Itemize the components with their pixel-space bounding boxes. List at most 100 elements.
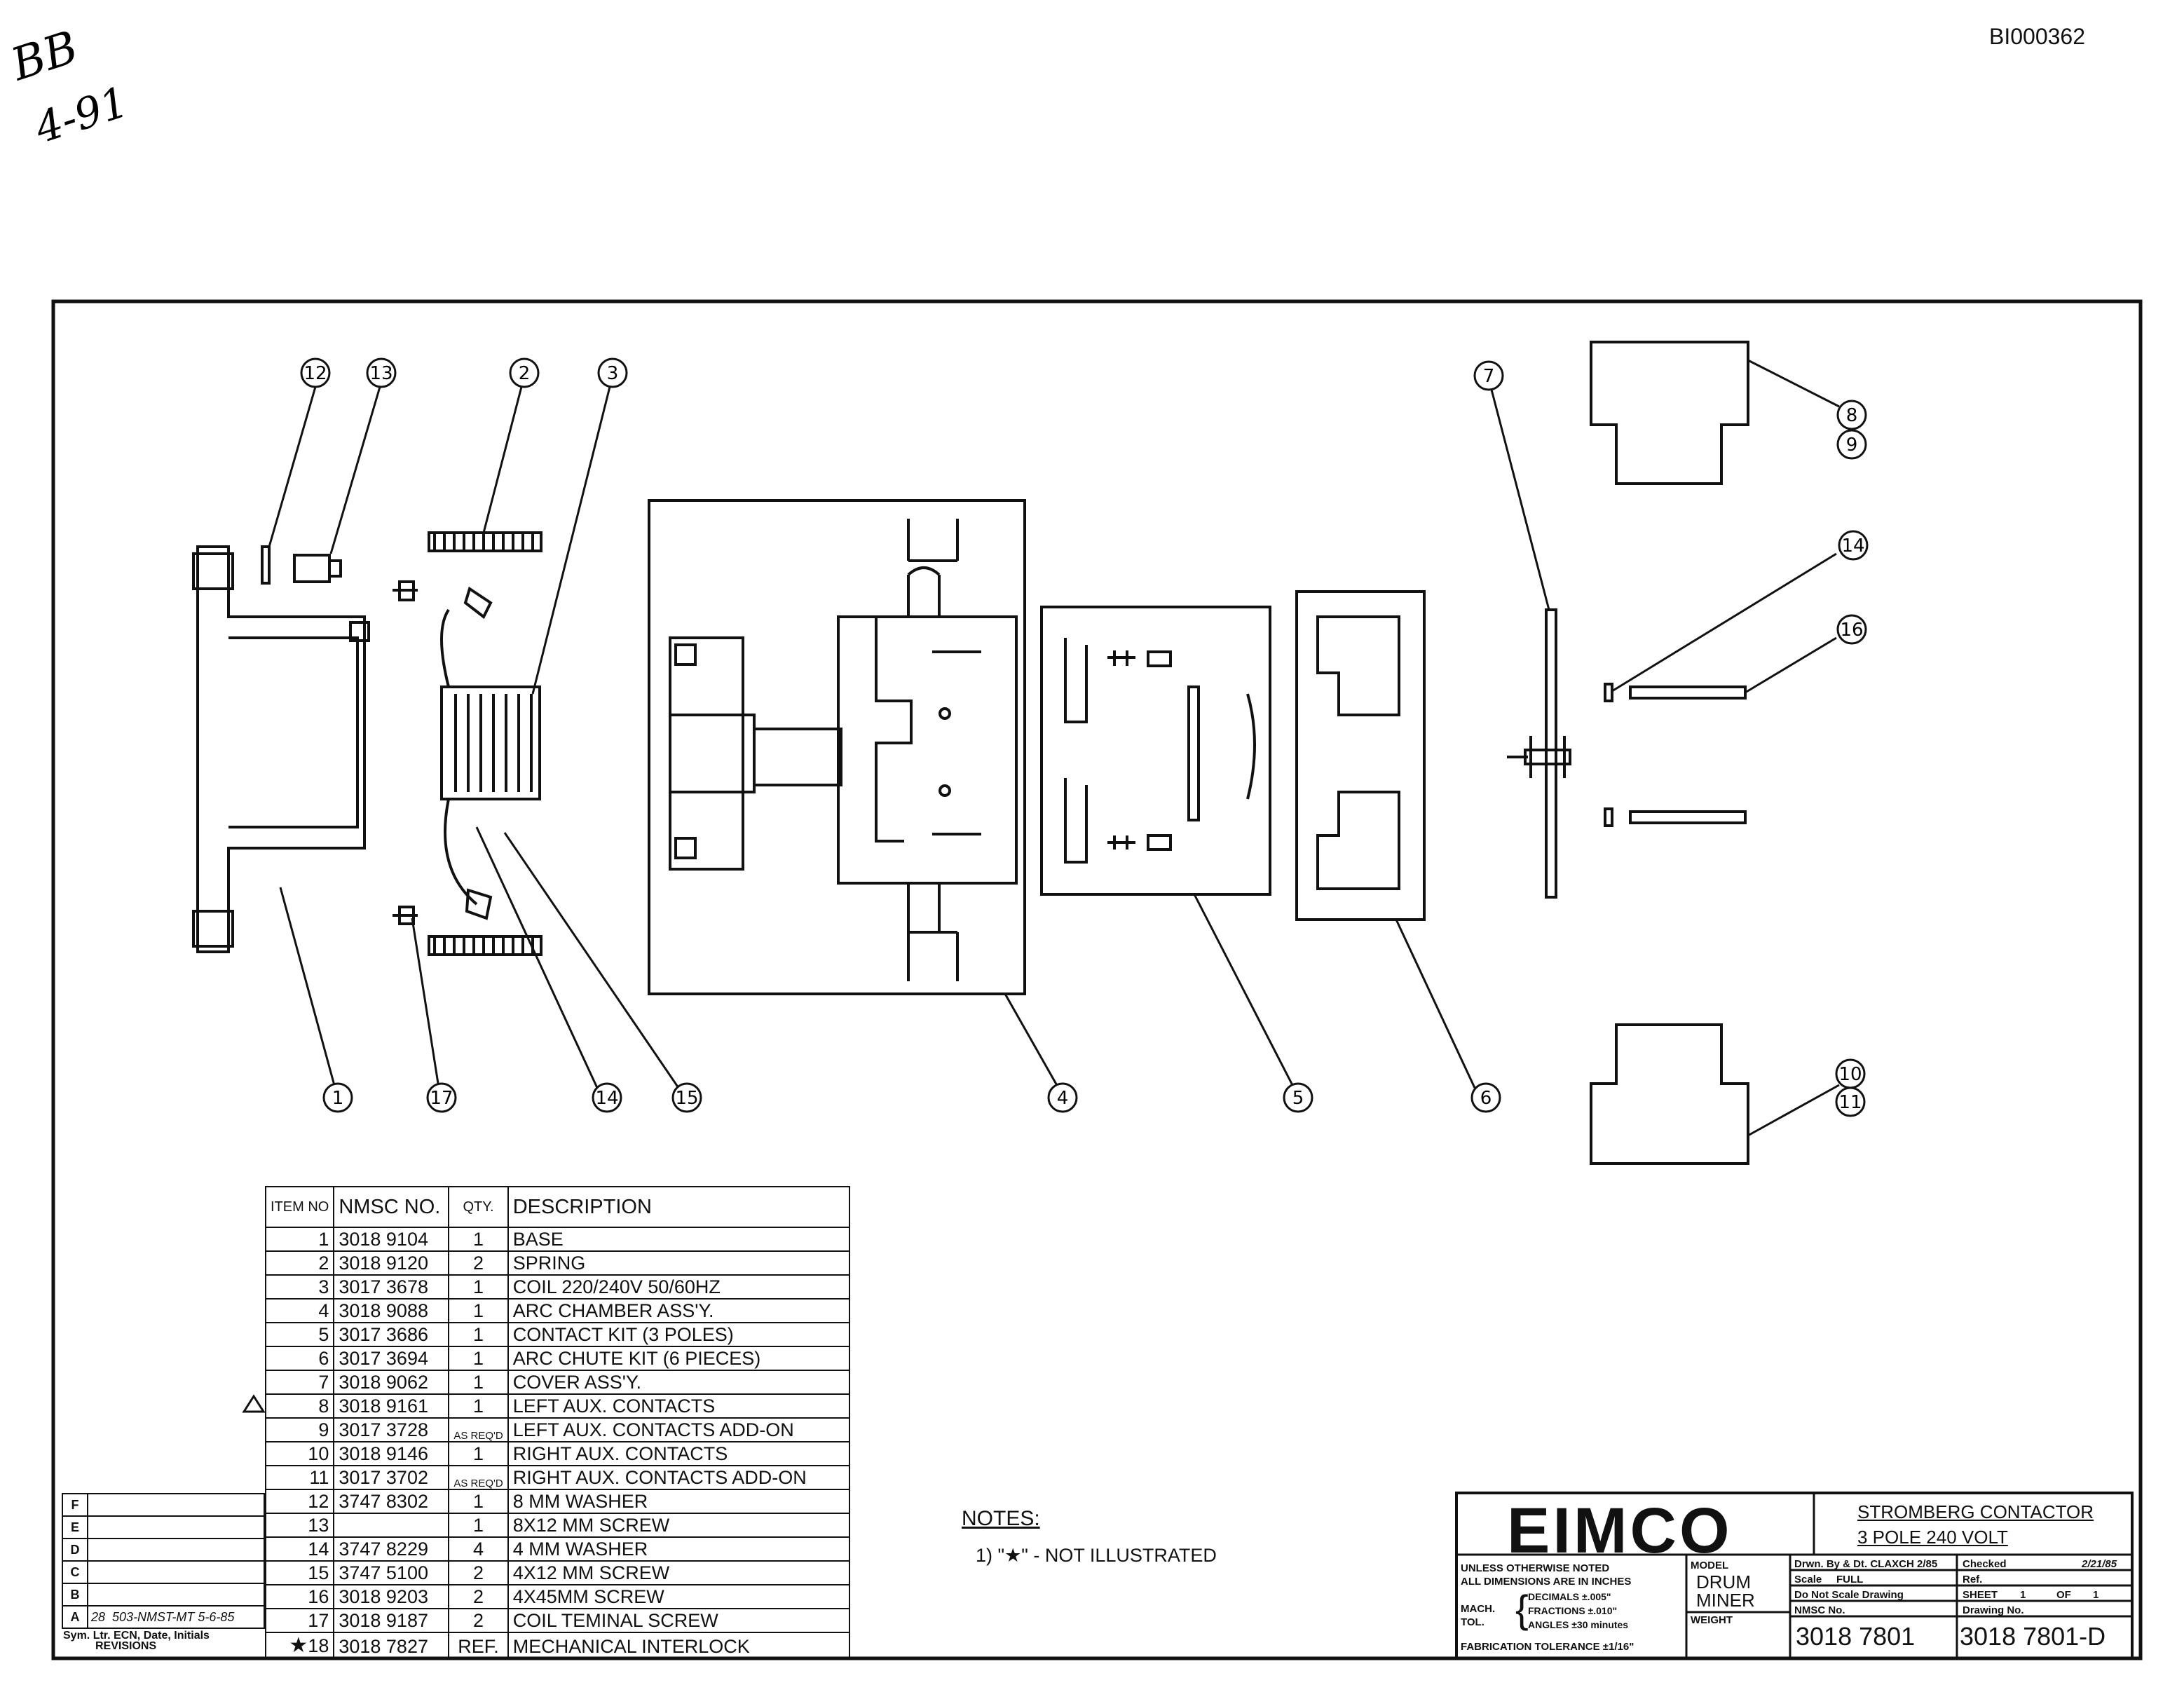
description-cell: LEFT AUX. CONTACTS ADD-ON: [507, 1417, 851, 1442]
callout-17: 17: [426, 1082, 457, 1113]
cover-part: [1507, 608, 1571, 899]
sheet-label: SHEET: [1963, 1589, 1998, 1601]
tolerance-brace: {: [1515, 1587, 1529, 1631]
revision-row: C: [62, 1560, 265, 1584]
nmsc-cell: 3018 9062: [333, 1370, 450, 1395]
description-cell: COIL 220/240V 50/60HZ: [507, 1274, 851, 1299]
revision-entry: [87, 1538, 265, 1562]
callout-7: 7: [1473, 360, 1504, 391]
callout-4: 4: [1047, 1082, 1078, 1113]
notes-line-1: 1) "★" - NOT ILLUSTRATED: [976, 1545, 1217, 1566]
qty-cell: AS REQ'D: [448, 1465, 509, 1490]
revision-triangle-icon: [242, 1394, 266, 1413]
nmsc-cell: 3017 3702: [333, 1465, 450, 1490]
item-cell: 4: [264, 1298, 335, 1323]
description-cell: LEFT AUX. CONTACTS: [507, 1393, 851, 1419]
description-cell: RIGHT AUX. CONTACTS ADD-ON: [507, 1465, 851, 1490]
description-cell: COVER ASS'Y.: [507, 1370, 851, 1395]
revision-letter: D: [62, 1538, 88, 1562]
nmsc-cell: 3018 7827: [333, 1632, 450, 1659]
weight-label: WEIGHT: [1691, 1614, 1733, 1626]
nmsc-cell: 3018 9120: [333, 1250, 450, 1276]
header-item: ITEM NO: [264, 1186, 335, 1228]
page-id: BI000362: [1989, 24, 2086, 49]
do-not-scale: Do Not Scale Drawing: [1794, 1589, 1904, 1601]
nmsc-cell: 3017 3728: [333, 1417, 450, 1442]
callout-13: 13: [366, 357, 397, 388]
drawing-number: 3018 7801-D: [1960, 1622, 2106, 1651]
qty-cell: 1: [448, 1346, 509, 1371]
revision-row: E: [62, 1515, 265, 1539]
callout-14-left-label: 14: [595, 1088, 618, 1109]
item-cell: 14: [264, 1536, 335, 1562]
scale-value: FULL: [1836, 1574, 1864, 1585]
title-block-lines: [1455, 1493, 2134, 1657]
revision-entry: [87, 1583, 265, 1606]
item-cell: 13: [264, 1513, 335, 1538]
checked-date: 2/21/85: [2082, 1558, 2117, 1570]
handwritten-initials: BB 4-91: [7, 22, 134, 147]
sheet-value: 1: [2020, 1589, 2026, 1601]
nmsc-number: 3018 7801: [1796, 1622, 1916, 1651]
qty-cell: 1: [448, 1370, 509, 1395]
callout-4-label: 4: [1057, 1088, 1069, 1109]
callout-17-label: 17: [430, 1088, 453, 1109]
nmsc-cell: 3017 3678: [333, 1274, 450, 1299]
tolerance-line-2: ALL DIMENSIONS ARE IN INCHES: [1461, 1576, 1632, 1588]
tolerance-tol-label: TOL.: [1461, 1616, 1485, 1628]
callout-6: 6: [1470, 1082, 1501, 1113]
item-cell: 16: [264, 1584, 335, 1609]
callout-1-label: 1: [332, 1088, 344, 1109]
callout-2: 2: [509, 357, 540, 388]
callout-balloons: 12 13 2 3 7 8 9 14 16 1 17 14 15 4 5 6 1…: [300, 357, 1869, 1117]
spring-bottom: [428, 935, 542, 956]
header-description: DESCRIPTION: [507, 1186, 851, 1228]
star-icon: ★: [289, 1634, 308, 1657]
qty-cell: REF.: [448, 1632, 509, 1659]
coil-part: [440, 586, 541, 920]
tolerance-note: UNLESS OTHERWISE NOTED ALL DIMENSIONS AR…: [1461, 1562, 1631, 1588]
callout-10-label: 10: [1838, 1064, 1862, 1085]
tolerance-values: DECIMALS ±.005" FRACTIONS ±.010" ANGLES …: [1528, 1590, 1628, 1632]
callout-8: 8: [1836, 400, 1867, 430]
tolerance-fractions: FRACTIONS ±.010": [1528, 1605, 1618, 1616]
callout-5: 5: [1283, 1082, 1313, 1113]
checked-label: Checked: [1963, 1558, 2007, 1570]
revision-letter: C: [62, 1560, 88, 1584]
revision-text: 503-NMST-MT 5-6-85: [112, 1609, 235, 1624]
callout-3: 3: [597, 357, 628, 388]
tolerance-angles: ANGLES ±30 minutes: [1528, 1619, 1629, 1630]
arc-chamber-box: [648, 499, 1026, 995]
callout-11: 11: [1835, 1086, 1866, 1117]
callout-9-label: 9: [1846, 435, 1858, 456]
qty-cell: 1: [448, 1322, 509, 1347]
description-cell: ARC CHAMBER ASS'Y.: [507, 1298, 851, 1323]
revision-letter: A: [62, 1605, 88, 1629]
arc-chamber-part: [669, 519, 1018, 981]
callout-15: 15: [671, 1082, 702, 1113]
callout-6-label: 6: [1480, 1088, 1492, 1109]
of-value: 1: [2093, 1589, 2099, 1601]
qty-cell: 4: [448, 1536, 509, 1562]
callout-14-right: 14: [1838, 530, 1869, 561]
description-cell: 4 MM WASHER: [507, 1536, 851, 1562]
description-cell: ARC CHUTE KIT (6 PIECES): [507, 1346, 851, 1371]
fabrication-tolerance: FABRICATION TOLERANCE ±1/16": [1461, 1641, 1634, 1653]
description-cell: COIL TEMINAL SCREW: [507, 1608, 851, 1633]
revision-row: B: [62, 1583, 265, 1606]
description-cell: SPRING: [507, 1250, 851, 1276]
drawn-by: Drwn. By & Dt. CLAXCH 2/85: [1794, 1558, 1938, 1570]
tolerance-mach: MACH. TOL.: [1461, 1602, 1495, 1629]
item-cell: 5: [264, 1322, 335, 1347]
company-logo: EIMCO: [1507, 1495, 1733, 1567]
